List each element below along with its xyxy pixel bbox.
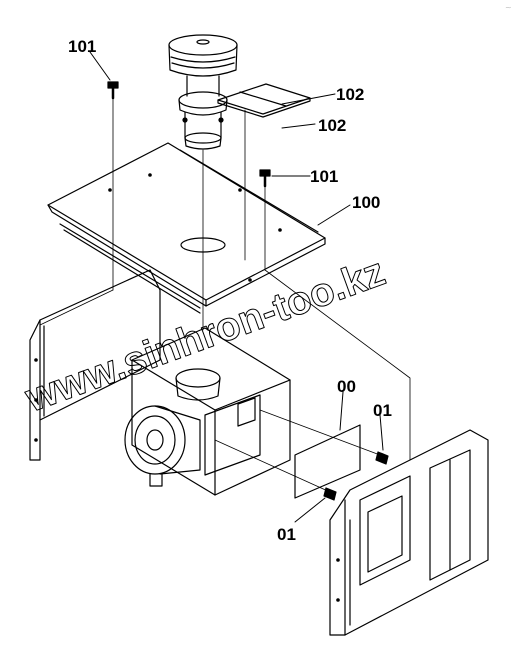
callout-102-upper: 102 <box>336 85 364 104</box>
callout-00: 00 <box>337 377 356 396</box>
callout-101-mid: 101 <box>310 167 338 186</box>
callout-100: 100 <box>352 193 380 212</box>
plate-102 <box>217 83 311 118</box>
callout-01-right: 01 <box>373 401 392 420</box>
left-side-panel <box>29 269 161 461</box>
callout-01-bottom: 01 <box>277 525 296 544</box>
bolt-101-mid <box>259 169 271 188</box>
leader-lines <box>89 51 384 523</box>
bolt-101-top <box>107 81 119 100</box>
callout-101-top: 101 <box>68 37 96 56</box>
right-front-panel <box>329 429 489 636</box>
watermark-text: www.sinhron-too.kz <box>19 250 391 421</box>
assembly-guide-lines <box>39 97 411 493</box>
corner-mark: ~ <box>505 3 512 12</box>
panel-00 <box>294 424 361 499</box>
blower-fan <box>124 405 201 487</box>
central-body <box>131 327 291 496</box>
air-filter-assembly <box>168 34 238 150</box>
callout-102-lower: 102 <box>318 116 346 135</box>
